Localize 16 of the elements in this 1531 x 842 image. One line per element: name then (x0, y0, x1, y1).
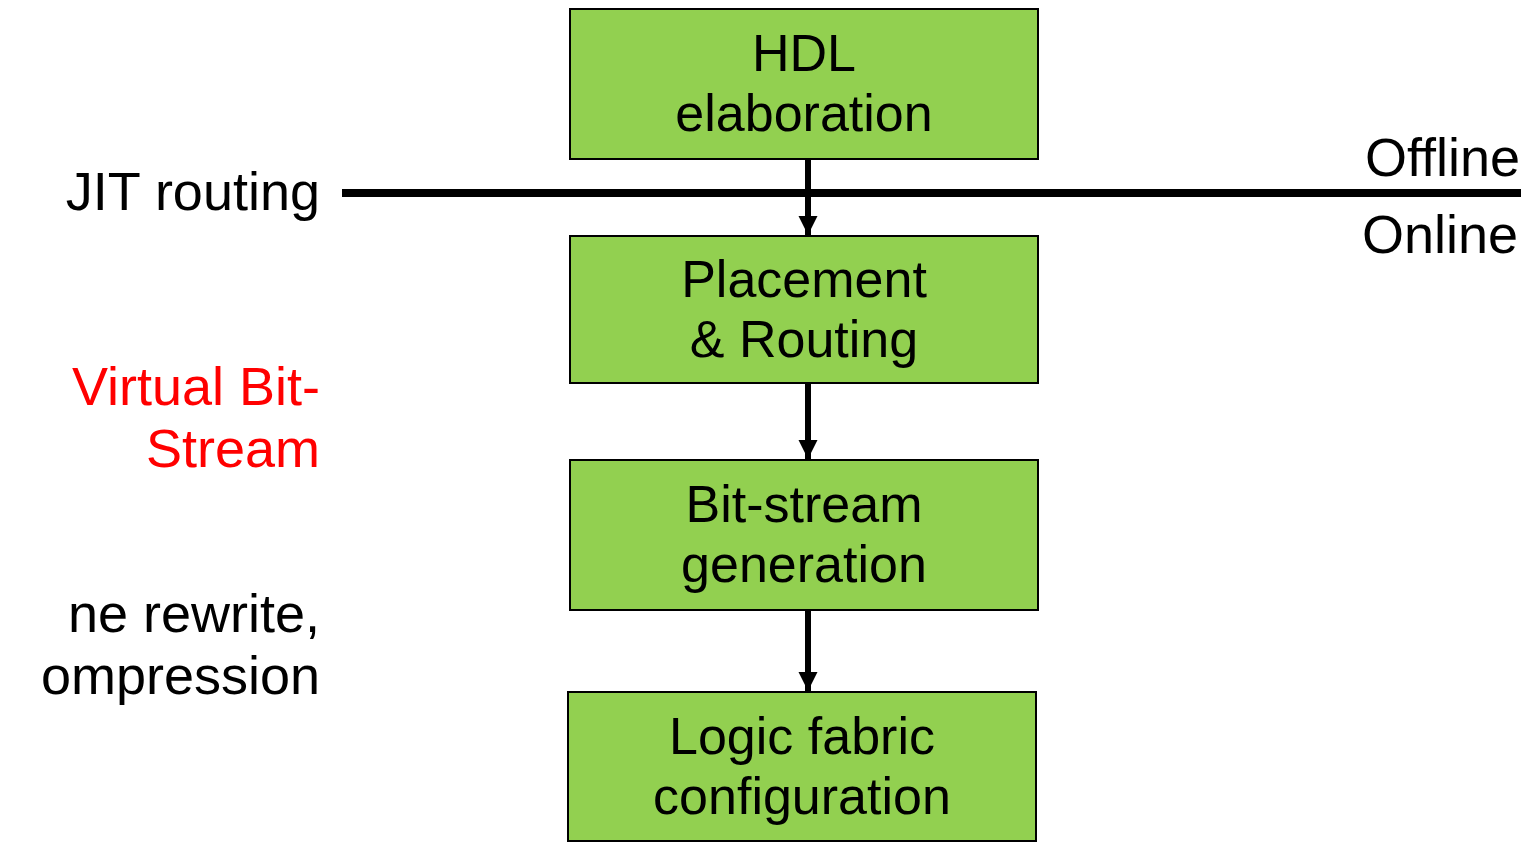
arrow (798, 611, 818, 691)
box-label: Placement & Routing (680, 249, 928, 370)
arrow (798, 384, 818, 459)
box-label: Bit-stream generation (680, 475, 928, 595)
process-box (567, 691, 1037, 842)
box-label: HDL elaboration (674, 24, 934, 144)
side-label: ne rewrite, ompression (39, 582, 320, 707)
process-box (569, 459, 1039, 611)
region-label: Offline (1364, 126, 1520, 189)
process-box (569, 8, 1039, 160)
side-label: JIT routing (65, 160, 320, 223)
box-label: Logic fabric configuration (652, 706, 952, 827)
process-box (569, 235, 1039, 384)
arrow (798, 160, 818, 235)
side-label: Virtual Bit-Stream (70, 355, 320, 480)
region-label: Online (1361, 203, 1518, 266)
